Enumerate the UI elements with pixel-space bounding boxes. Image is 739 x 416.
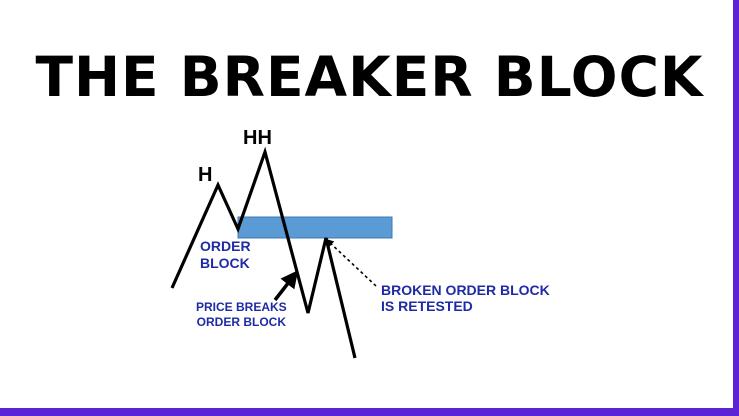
- price-breaks-arrow: [273, 270, 299, 302]
- right-frame-bar: [733, 0, 739, 416]
- order-block-zone: [237, 216, 393, 239]
- retest-dashed-arrow: [325, 238, 377, 287]
- price-path: [170, 146, 357, 359]
- higher-high-label: HH: [243, 127, 272, 149]
- page-title: THE BREAKER BLOCK: [35, 45, 704, 109]
- high-label: H: [198, 164, 213, 186]
- order-block-label: ORDER BLOCK: [200, 238, 251, 271]
- bottom-frame-bar: [0, 408, 739, 416]
- retest-label: BROKEN ORDER BLOCK IS RETESTED: [381, 282, 550, 314]
- price-breaks-label: PRICE BREAKS ORDER BLOCK: [196, 300, 287, 329]
